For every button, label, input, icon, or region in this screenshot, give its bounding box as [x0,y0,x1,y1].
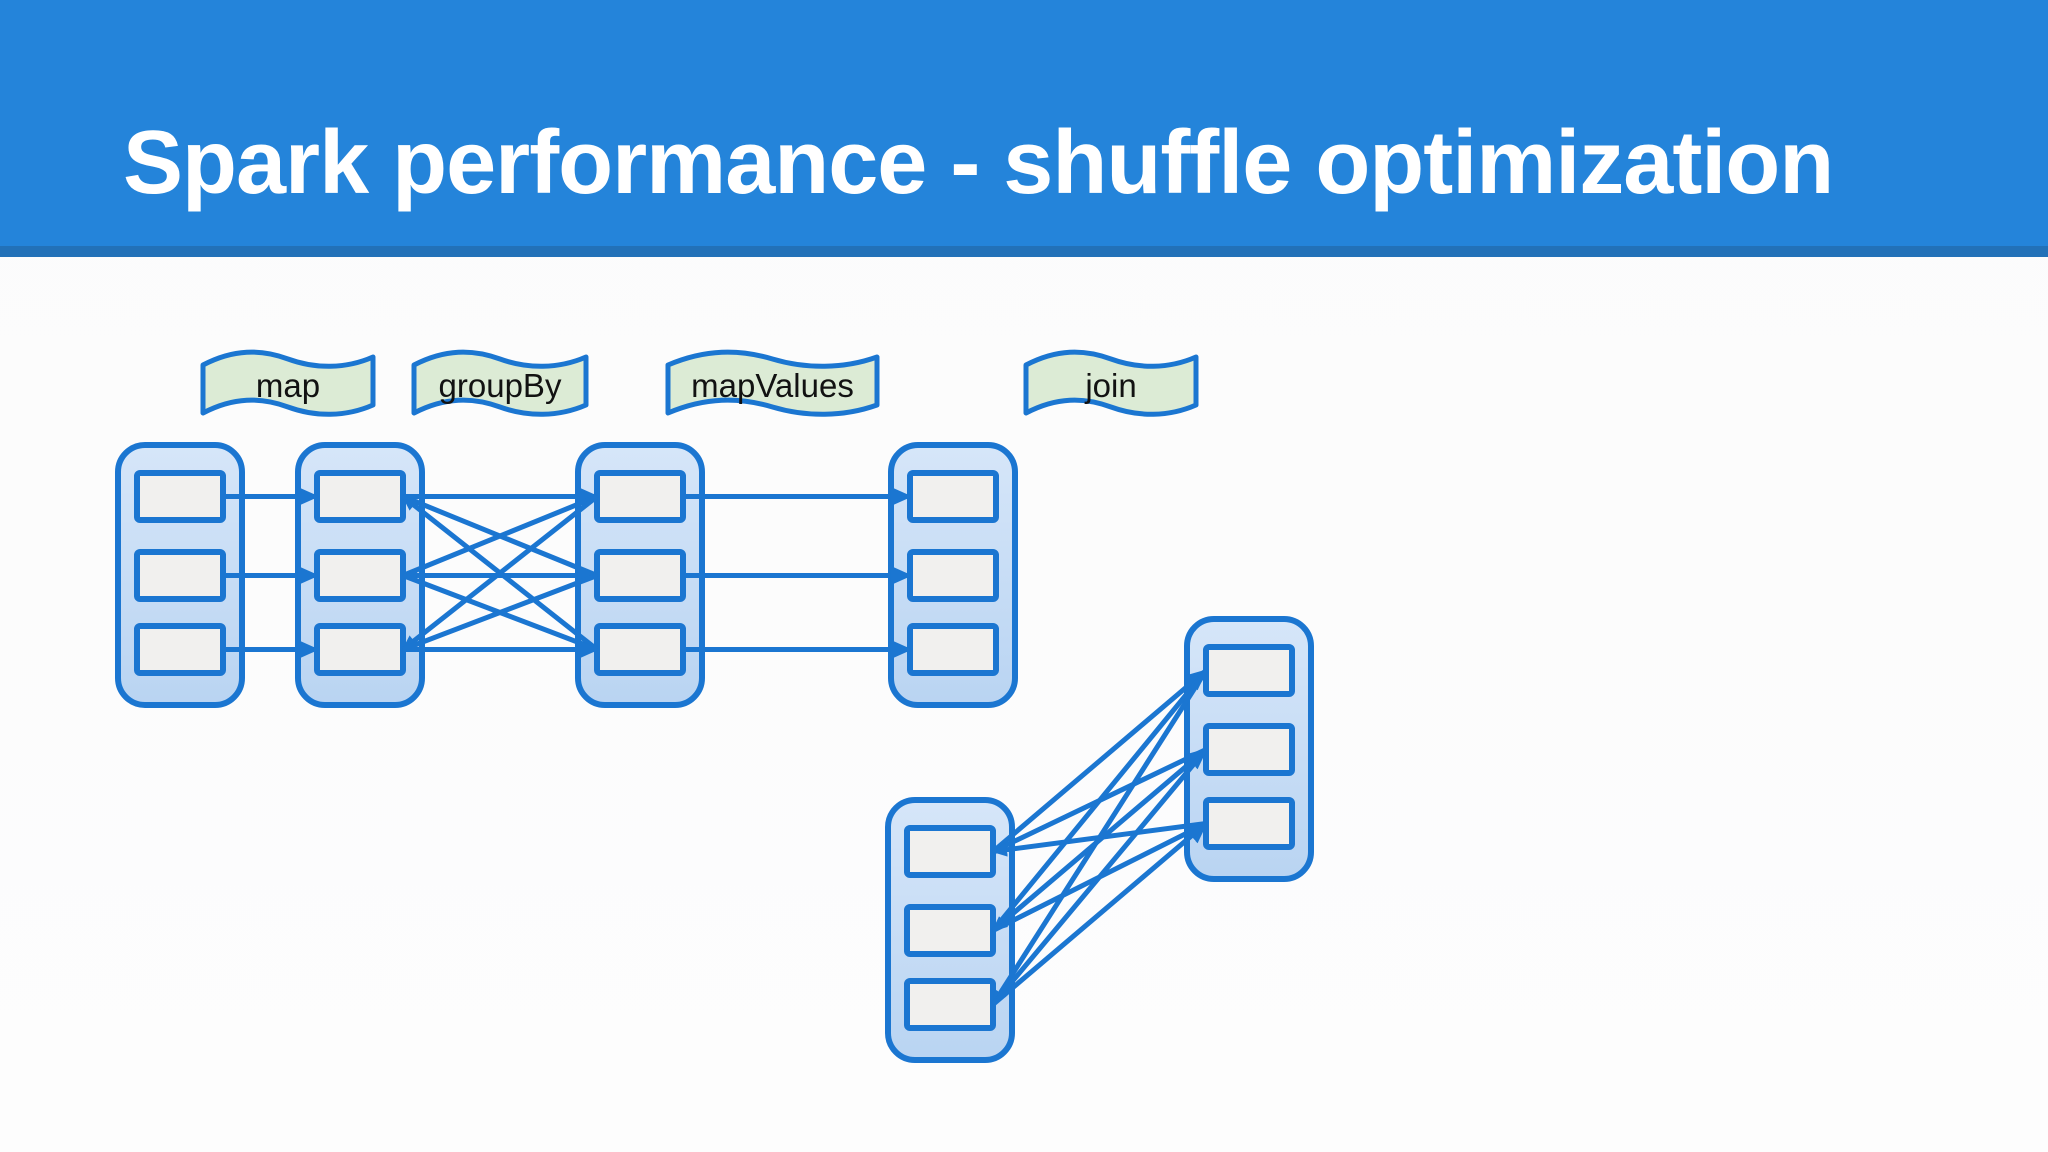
header-accent-strip [0,246,2048,257]
partition-rdd4-1 [907,470,999,523]
partition-rdd3-3 [594,623,686,676]
partition-rdd3-2 [594,549,686,602]
shuffle-arrow-join-3-1 [990,669,1209,1006]
shuffle-arrow-join-2-1 [991,668,1208,933]
stage-label-groupBy: groupBy [439,367,562,404]
partition-rdd4-3 [907,623,999,676]
shuffle-arrow-groupBy-3-1 [401,494,599,652]
partition-rdd2-1 [314,470,406,523]
partition-rdd6-3 [1203,797,1295,850]
stage-label-join: join [1084,367,1136,404]
stage-flag-map [200,349,376,417]
partition-rdd1-2 [134,549,226,602]
partition-rdd5-2 [904,904,996,957]
partition-rdd5-1 [904,825,996,878]
stage-label-map: map [256,367,320,404]
partition-rdd6-2 [1203,723,1295,776]
partition-rdd4-2 [907,549,999,602]
partition-rdd3-1 [594,470,686,523]
shuffle-arrow-join-1-1 [991,668,1208,854]
shuffle-arrow-groupBy-3-2 [402,573,598,652]
partition-rdd5-3 [904,978,996,1031]
stage-flag-mapValues [665,349,880,417]
shuffle-arrow-join-3-2 [991,747,1208,1007]
partition-rdd1-1 [134,470,226,523]
stage-flag-join [1023,349,1199,417]
shuffle-arrow-groupBy-2-1 [402,494,598,578]
partition-rdd6-1 [1203,644,1295,697]
stage-flag-groupBy [411,349,589,417]
slide-header: Spark performance - shuffle optimization [0,0,2048,246]
partition-rdd2-3 [314,623,406,676]
slide-title: Spark performance - shuffle optimization [123,113,1834,213]
shuffle-arrow-join-3-3 [991,821,1208,1007]
partition-rdd2-2 [314,549,406,602]
partition-rdd1-3 [134,623,226,676]
stage-label-mapValues: mapValues [691,367,854,404]
